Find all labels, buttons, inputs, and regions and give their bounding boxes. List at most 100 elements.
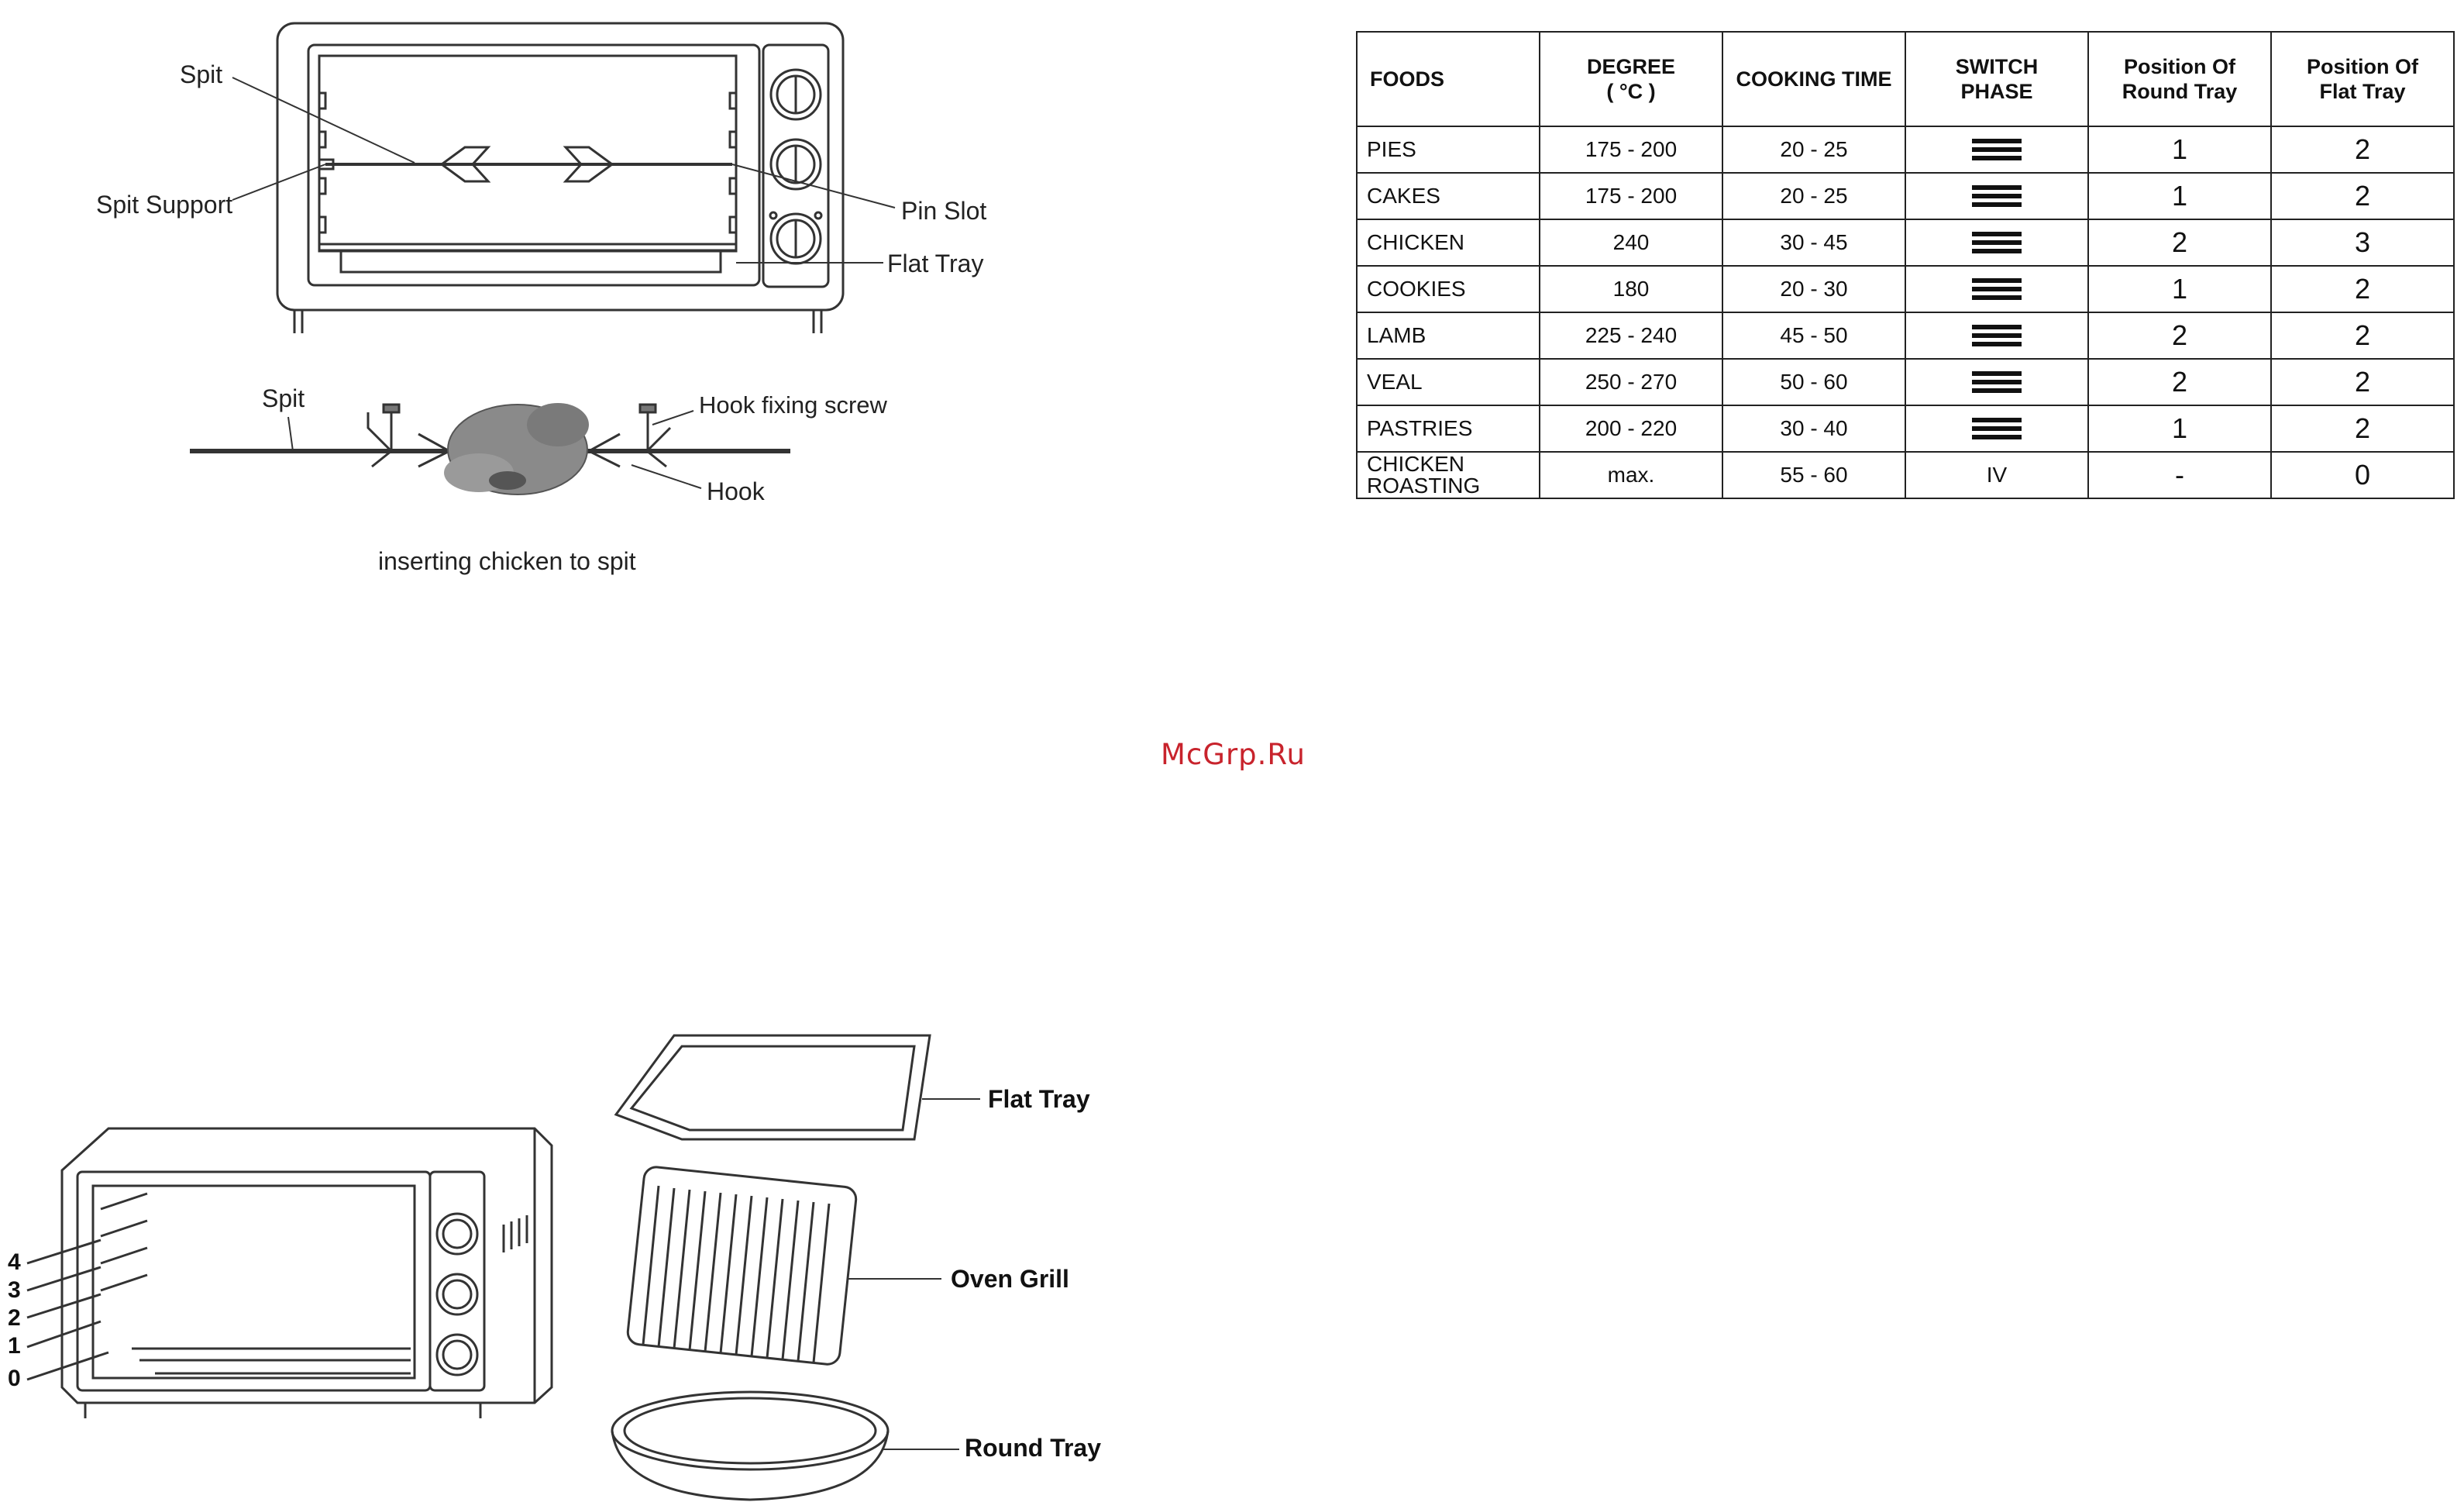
cell-flat: 2 (2270, 265, 2455, 313)
label-round-tray: Round Tray (965, 1434, 1102, 1462)
cell-time: 50 - 60 (1722, 358, 1906, 406)
header-flat-tray-1: Position Of (2307, 55, 2418, 78)
three-bars-icon (1972, 274, 2022, 304)
header-degree-label: DEGREE (1586, 55, 1676, 78)
spit-chicken-drawing (190, 403, 790, 495)
cell-time: 45 - 50 (1722, 312, 1906, 360)
cell-round: 1 (2087, 265, 2272, 313)
cell-degree: 180 (1539, 265, 1723, 313)
oven-front-drawing (232, 22, 896, 333)
cell-phase (1905, 172, 2089, 220)
cell-flat: 2 (2270, 358, 2455, 406)
label-pin-slot: Pin Slot (901, 197, 987, 225)
label-flat-tray: Flat Tray (887, 250, 984, 277)
cell-food: PASTRIES (1356, 405, 1540, 453)
cell-degree: 175 - 200 (1539, 172, 1723, 220)
shelf-position-label: 1 (8, 1333, 21, 1359)
table-row-roasting: CHICKEN ROASTING max. 55 - 60 IV - 0 (1356, 451, 2455, 499)
header-degree: DEGREE ( °C ) (1539, 31, 1723, 127)
three-bars-icon (1972, 228, 2022, 257)
header-flat-tray: Position Of Flat Tray (2270, 31, 2455, 127)
oven-perspective-drawing (26, 1034, 980, 1501)
header-round-tray-2: Round Tray (2122, 80, 2238, 103)
cell-phase (1905, 312, 2089, 360)
header-switch-phase: SWITCH PHASE (1905, 31, 2089, 127)
label-hook-fixing-screw: Hook fixing screw (699, 391, 887, 419)
cell-time: 20 - 25 (1722, 126, 1906, 174)
cell-degree: max. (1539, 451, 1723, 499)
cell-round: 1 (2087, 405, 2272, 453)
cell-phase (1905, 219, 2089, 267)
cell-round: 1 (2087, 172, 2272, 220)
cell-food: CHICKEN (1356, 219, 1540, 267)
cell-food: VEAL (1356, 358, 1540, 406)
header-switch: SWITCH (1955, 55, 2039, 78)
cell-flat: 2 (2270, 312, 2455, 360)
label-oven-grill: Oven Grill (951, 1265, 1069, 1293)
cell-time: 20 - 25 (1722, 172, 1906, 220)
cell-food: CAKES (1356, 172, 1540, 220)
cell-phase (1905, 358, 2089, 406)
cell-phase: IV (1905, 451, 2089, 499)
header-round-tray-1: Position Of (2124, 55, 2235, 78)
label-spit-rod: Spit (262, 384, 305, 412)
three-bars-icon (1972, 135, 2022, 164)
cell-food-line1: CHICKEN (1367, 452, 1465, 476)
three-bars-icon (1972, 414, 2022, 443)
header-round-tray: Position Of Round Tray (2087, 31, 2272, 127)
caption-inserting-chicken: inserting chicken to spit (378, 547, 636, 575)
shelf-position-label: 3 (8, 1277, 21, 1303)
cell-degree: 250 - 270 (1539, 358, 1723, 406)
cell-phase (1905, 265, 2089, 313)
label-spit: Spit (180, 60, 223, 88)
header-degree-unit: ( °C ) (1606, 80, 1656, 103)
table-header-row: FOODS DEGREE ( °C ) COOKING TIME SWITCH … (1356, 31, 2455, 127)
cell-flat: 3 (2270, 219, 2455, 267)
three-bars-icon (1972, 321, 2022, 350)
cooking-table: FOODS DEGREE ( °C ) COOKING TIME SWITCH … (1356, 31, 2455, 499)
watermark: McGrp.Ru (1161, 738, 1306, 771)
cell-time: 55 - 60 (1722, 451, 1906, 499)
shelf-position-label: 4 (8, 1249, 21, 1275)
label-flat-tray-accessory: Flat Tray (988, 1085, 1090, 1113)
cell-round: 1 (2087, 126, 2272, 174)
shelf-position-label: 2 (8, 1305, 21, 1331)
cell-flat: 0 (2270, 451, 2455, 499)
header-phase: PHASE (1960, 80, 2033, 103)
cell-time: 20 - 30 (1722, 265, 1906, 313)
cell-food: CHICKEN ROASTING (1356, 451, 1540, 499)
cell-degree: 175 - 200 (1539, 126, 1723, 174)
cell-degree: 225 - 240 (1539, 312, 1723, 360)
cell-time: 30 - 40 (1722, 405, 1906, 453)
cell-phase (1905, 405, 2089, 453)
cell-flat: 2 (2270, 172, 2455, 220)
cell-degree: 240 (1539, 219, 1723, 267)
cell-time: 30 - 45 (1722, 219, 1906, 267)
cell-round: 2 (2087, 358, 2272, 406)
cell-phase (1905, 126, 2089, 174)
cell-flat: 2 (2270, 126, 2455, 174)
cell-degree: 200 - 220 (1539, 405, 1723, 453)
cell-flat: 2 (2270, 405, 2455, 453)
cell-round: 2 (2087, 219, 2272, 267)
header-cooking-time: COOKING TIME (1722, 31, 1906, 127)
cell-food: COOKIES (1356, 265, 1540, 313)
three-bars-icon (1972, 367, 2022, 397)
label-hook: Hook (707, 477, 765, 505)
cell-round: 2 (2087, 312, 2272, 360)
cell-food: PIES (1356, 126, 1540, 174)
shelf-position-label: 0 (8, 1366, 21, 1391)
three-bars-icon (1972, 181, 2022, 211)
header-foods: FOODS (1356, 31, 1540, 127)
cell-round: - (2087, 451, 2272, 499)
cell-food: LAMB (1356, 312, 1540, 360)
cell-food-line2: ROASTING (1367, 474, 1481, 498)
label-spit-support: Spit Support (96, 191, 233, 219)
